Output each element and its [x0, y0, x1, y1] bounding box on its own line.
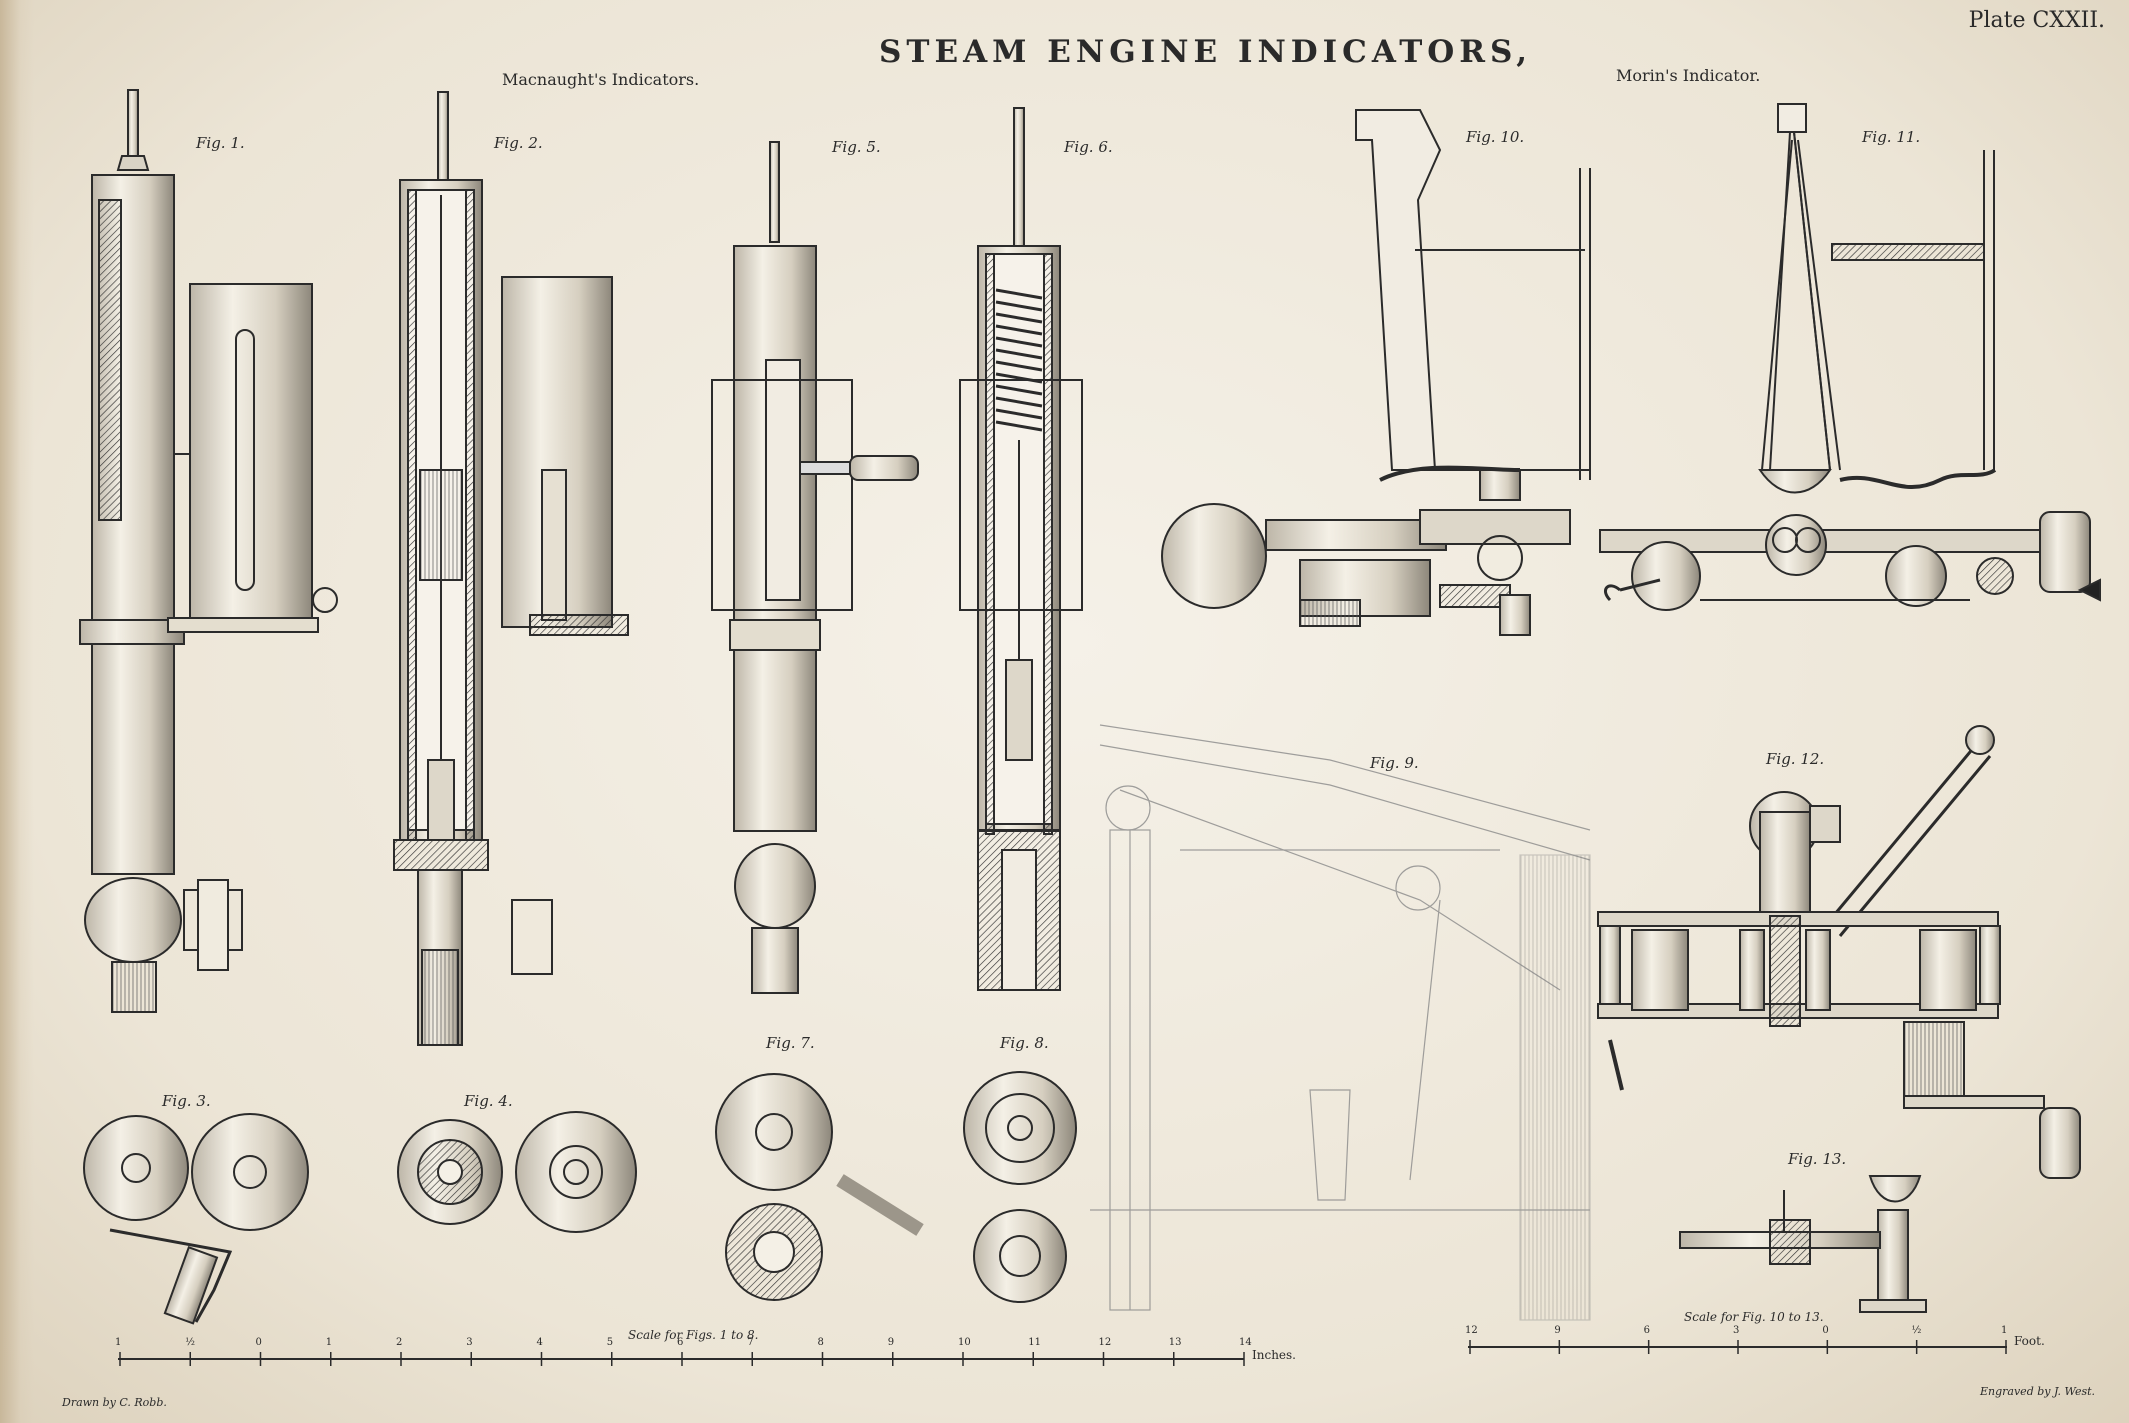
- fig11-label: Fig. 11.: [1862, 128, 1921, 146]
- left-scale-tick-label: 4: [536, 1337, 543, 1348]
- fig12-drawing: [1597, 725, 2081, 1179]
- left-scale-tick-label: 10: [958, 1337, 971, 1348]
- fig3-drawing: [83, 1113, 309, 1325]
- paper-edge-stain: [0, 0, 34, 1423]
- left-scale-tick-label: 12: [1098, 1337, 1112, 1348]
- fig10-drawing: [1161, 109, 1591, 636]
- fig8-drawing: [963, 1071, 1077, 1303]
- fig4-drawing: [397, 1111, 637, 1233]
- fig6-label: Fig. 6.: [1064, 138, 1113, 156]
- section-morin: Morin's Indicator.: [1616, 66, 1761, 85]
- left-scale-tick-label: 5: [606, 1337, 614, 1348]
- fig10-label: Fig. 10.: [1466, 128, 1525, 146]
- fig13-label: Fig. 13.: [1788, 1150, 1847, 1168]
- right-scale-unit: Foot.: [2014, 1334, 2045, 1348]
- left-scale-tick-label: 1: [325, 1337, 333, 1348]
- right-scale-tick-label: 6: [1643, 1325, 1651, 1336]
- left-scale-tick-label: 11: [1028, 1337, 1041, 1348]
- left-scale-caption: Scale for Figs. 1 to 8.: [628, 1328, 759, 1342]
- fig7-label: Fig. 7.: [766, 1034, 815, 1052]
- fig11-drawing: [1599, 103, 2101, 611]
- drawn-by-credit: Drawn by C. Robb.: [62, 1396, 167, 1409]
- left-scale-tick-label: 7: [747, 1337, 754, 1348]
- right-scale-tick-label: 12: [1465, 1325, 1478, 1336]
- left-scale-tick-label: 6: [677, 1337, 684, 1348]
- fig13-drawing: [1679, 1175, 1927, 1313]
- right-scale-tick-label: 0: [1822, 1325, 1829, 1336]
- fig9-drawing: [1090, 724, 1591, 1321]
- left-scale-tick-label: 3: [466, 1337, 473, 1348]
- left-scale-tick-label: 14: [1239, 1337, 1252, 1348]
- right-scale-tick-label: ½: [1911, 1325, 1922, 1336]
- fig4-label: Fig. 4.: [464, 1092, 513, 1110]
- right-scale-tick-label: 3: [1733, 1325, 1740, 1336]
- left-scale-tick-label: 2: [396, 1337, 403, 1348]
- fig2-label: Fig. 2.: [494, 134, 543, 152]
- plate-number: Plate CXXII.: [1968, 8, 2105, 33]
- engraved-by-credit: Engraved by J. West.: [1980, 1385, 2096, 1398]
- left-scale-unit: Inches.: [1252, 1348, 1296, 1362]
- fig1-drawing: [79, 89, 338, 1013]
- fig2-drawing: [393, 91, 629, 1046]
- left-scale-tick-label: 9: [887, 1337, 895, 1348]
- left-scale-tick-label: ½: [185, 1337, 195, 1348]
- left-scale-tick-label: 1: [115, 1337, 122, 1348]
- plate-title: STEAM ENGINE INDICATORS,: [879, 34, 1533, 70]
- fig12-label: Fig. 12.: [1766, 750, 1825, 768]
- fig8-label: Fig. 8.: [1000, 1034, 1049, 1052]
- fig6-drawing: [959, 107, 1083, 991]
- right-scale-tick-label: 9: [1554, 1325, 1561, 1336]
- left-scale-tick-label: 0: [255, 1337, 262, 1348]
- left-scale-tick-label: 13: [1168, 1337, 1182, 1348]
- right-scale-tick-label: 1: [2001, 1325, 2008, 1336]
- fig1-label: Fig. 1.: [196, 134, 245, 152]
- fig7-drawing: [715, 1073, 924, 1301]
- fig5-drawing: [711, 141, 919, 994]
- left-scale-tick-label: 8: [817, 1337, 824, 1348]
- fig3-label: Fig. 3.: [162, 1092, 211, 1110]
- section-macnaught: Macnaught's Indicators.: [502, 70, 700, 89]
- fig9-label: Fig. 9.: [1370, 754, 1419, 772]
- fig5-label: Fig. 5.: [832, 138, 881, 156]
- right-scale-caption: Scale for Fig. 10 to 13.: [1684, 1310, 1824, 1324]
